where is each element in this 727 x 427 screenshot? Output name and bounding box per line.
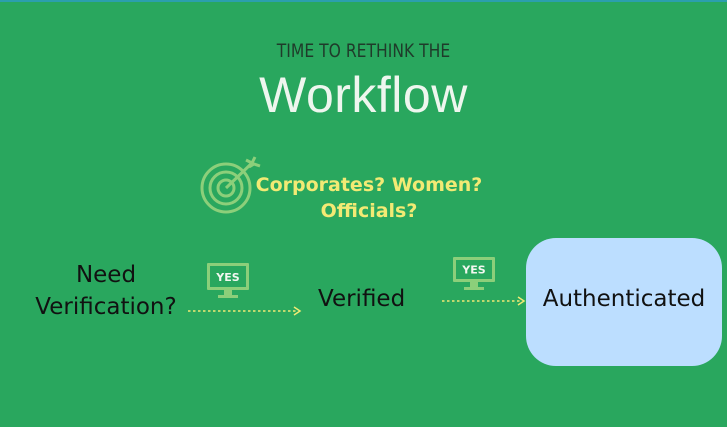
target-arrow-icon	[200, 156, 261, 214]
monitor-yes-icon-1: YES	[207, 263, 249, 298]
node-need-line-1: Need	[75, 262, 137, 288]
node-authenticated-box	[526, 238, 722, 366]
question-line-1: Corporates? Women?	[255, 174, 483, 196]
arrow-step2-to-step3	[442, 296, 526, 306]
node-verified: Verified	[318, 286, 406, 312]
edge-2-label: YES	[461, 264, 485, 277]
node-authenticated-label: Authenticated	[542, 286, 706, 312]
question-line-2: Officials?	[320, 200, 418, 222]
slide-title: Workflow	[259, 67, 468, 123]
edge-1-label: YES	[215, 271, 239, 284]
arrow-step1-to-step2	[188, 306, 302, 316]
target-question: Corporates? Women? Officials?	[238, 172, 500, 224]
node-need-verification: Need Verification?	[26, 259, 186, 323]
slide-eyebrow: TIME TO RETHINK THE	[276, 40, 451, 62]
monitor-yes-icon-2: YES	[453, 257, 495, 290]
node-need-line-2: Verification?	[35, 294, 177, 320]
